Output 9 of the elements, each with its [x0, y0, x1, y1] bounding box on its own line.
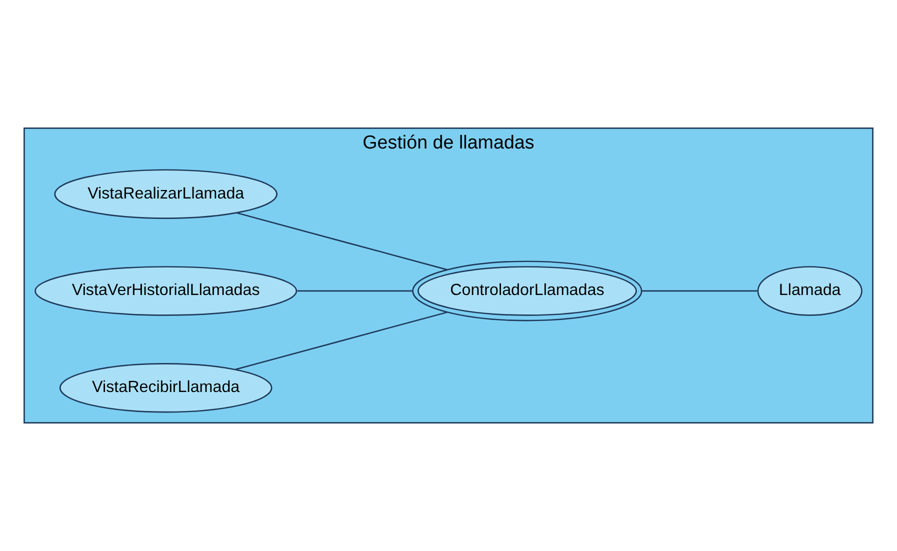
- connector: [297, 290, 412, 292]
- connector: [235, 312, 448, 370]
- connector: [236, 212, 448, 270]
- node-ellipse: VistaVerHistorialLlamadas: [34, 266, 298, 316]
- node-ellipse: VistaRecibirLlamada: [59, 362, 272, 413]
- node-ellipse: VistaRealizarLlamada: [54, 169, 278, 219]
- node-ellipse: Llamada: [757, 266, 862, 316]
- connector: [642, 290, 758, 292]
- node-ellipse: ControladorLlamadas: [412, 260, 642, 322]
